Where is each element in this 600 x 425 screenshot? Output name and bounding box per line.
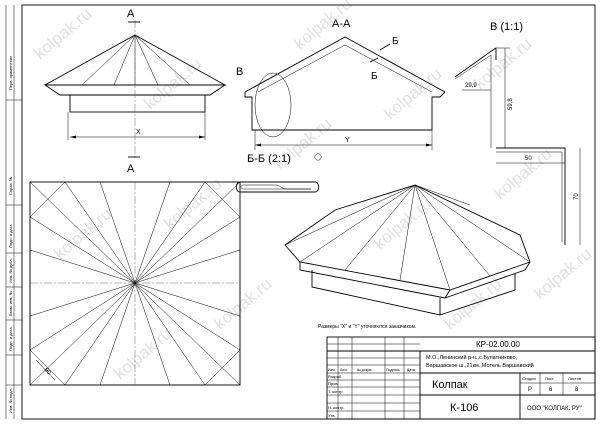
dim-x-label: X	[136, 129, 141, 136]
sheet-header: Лист	[545, 376, 554, 381]
side-label-4: Взам. инв. №	[8, 291, 13, 316]
side-label-3: Инв. № дубл.	[8, 258, 13, 283]
sheet-frame	[21, 4, 596, 420]
dim-50-label: 50	[525, 156, 532, 162]
watermark-text: kolpak.ru	[490, 144, 555, 203]
watermark-text: kolpak.ru	[50, 204, 115, 263]
dim-90-label: 90	[43, 367, 52, 376]
side-stamp: Перв. применение Справ. № Подп. и дата И…	[6, 55, 22, 413]
isometric-view	[284, 184, 531, 316]
address-line-2: Варшавское ш.,21км.,Мотель Варшавский	[426, 362, 534, 369]
col-list: Лист	[340, 368, 348, 372]
product-name: Колпак	[432, 379, 468, 391]
side-label-5: Подп. и дата	[8, 327, 13, 351]
detail-b: В (1:1) 29,9 59,8 50 70	[454, 21, 581, 245]
watermark-layer: kolpak.ru kolpak.ru kolpak.ru kolpak.ru kolp…	[30, 0, 595, 383]
role-0: Разраб.	[328, 374, 342, 379]
front-view: X A A	[43, 8, 227, 175]
dim-59-label: 59,8	[508, 98, 514, 110]
section-a-a: A-A Y В Б Б	[236, 18, 446, 150]
stage-header: Стадия	[522, 376, 536, 381]
dim-y-label: Y	[345, 137, 350, 144]
address-line-1: М.О.,Ленинский р-н.,с.Булатниково,	[426, 354, 518, 361]
side-label-1: Справ. №	[8, 177, 13, 195]
side-label-6: Инв. № подл.	[8, 388, 13, 413]
product-designation: К-106	[450, 402, 478, 414]
watermark-text: kolpak.ru	[530, 244, 595, 303]
watermark-text: kolpak.ru	[210, 274, 275, 333]
detail-b-callout: В	[236, 66, 243, 78]
role-2: Т. контр.	[328, 389, 344, 394]
title-block: КР-02.00.00 М.О.,Ленинский р-н.,с.Булатн…	[326, 336, 596, 420]
side-label-0: Перв. применение	[8, 55, 13, 90]
col-sign: Подпись	[386, 368, 400, 372]
sheets-header: Листов	[568, 376, 581, 381]
role-1: Пров.	[328, 381, 339, 386]
company-name: ООО "КОЛПАК. РУ"	[527, 406, 582, 412]
top-view: 90	[29, 181, 241, 386]
detail-b-circle	[254, 72, 292, 138]
cut-label-a-bottom: A	[127, 163, 135, 175]
cut-label-a-top: A	[127, 8, 135, 20]
role-5: Утв.	[328, 413, 336, 418]
dimension-note: Размеры "X" и "Y" уточняются заказчиком.	[318, 324, 416, 330]
watermark-text: kolpak.ru	[380, 64, 445, 123]
watermark-text: kolpak.ru	[160, 174, 225, 233]
watermark-text: kolpak.ru	[30, 4, 95, 63]
sheet-value: 6	[549, 387, 553, 393]
cut-label-b-top: Б	[392, 36, 399, 47]
cut-label-b-bottom: Б	[371, 71, 378, 82]
section-b-b-title: Б-Б (2:1)	[247, 153, 291, 165]
section-a-a-title: A-A	[332, 18, 351, 30]
col-date: Дата	[407, 368, 415, 372]
col-izm: Изм.	[328, 368, 336, 372]
side-label-2: Подп. и дата	[8, 224, 13, 248]
dim-70-label: 70	[574, 193, 580, 200]
col-doc: № докум.	[357, 368, 372, 372]
stage-value: Р	[528, 387, 532, 393]
watermark-text: kolpak.ru	[140, 54, 205, 113]
dim-29-label: 29,9	[465, 83, 477, 89]
doc-code: КР-02.00.00	[476, 340, 520, 349]
watermark-text: kolpak.ru	[110, 324, 175, 383]
watermark-text: kolpak.ru	[370, 194, 435, 253]
watermark-text: kolpak.ru	[470, 34, 535, 93]
sheets-value: 8	[575, 387, 579, 393]
detail-b-title: В (1:1)	[490, 21, 523, 33]
role-4: Н. контр.	[328, 405, 345, 410]
section-b-b: Б-Б (2:1)	[235, 153, 322, 193]
